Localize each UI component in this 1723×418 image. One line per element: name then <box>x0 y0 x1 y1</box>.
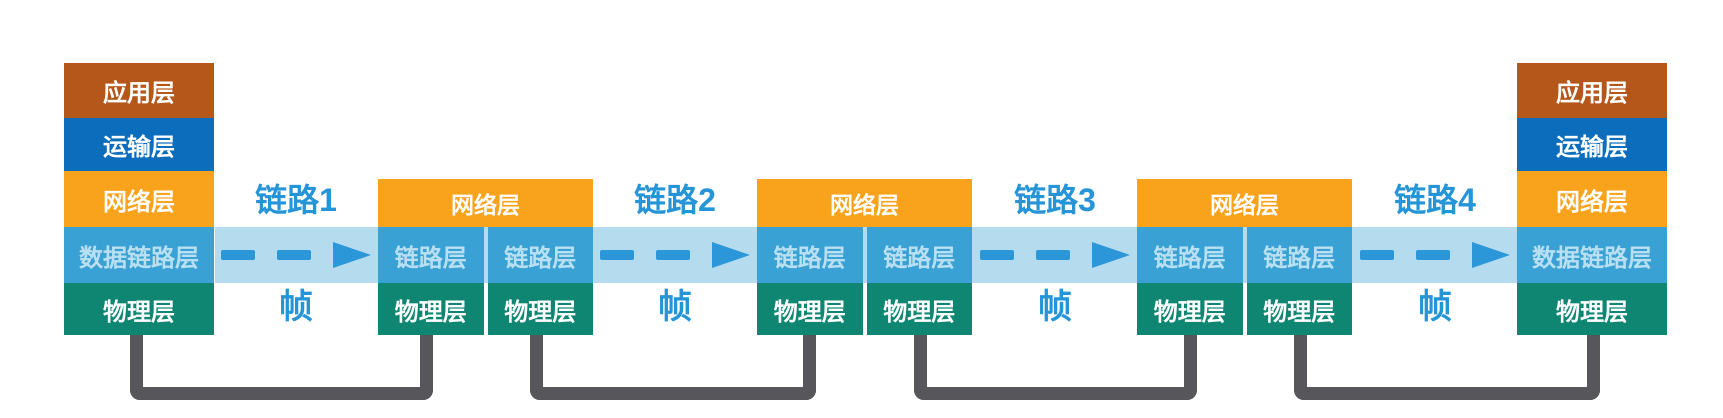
physical-cable-3 <box>914 334 1197 400</box>
dashed-arrow-icon-1 <box>221 242 371 268</box>
layer-physical: 物理层 <box>64 283 214 335</box>
router-right-interface: 链路层 物理层 <box>1246 227 1352 335</box>
router-network-layer: 网络层 <box>378 179 593 227</box>
dashed-arrow-icon-3 <box>980 242 1130 268</box>
router-network-layer: 网络层 <box>1137 179 1352 227</box>
router-lower-layers: 链路层 物理层 链路层 物理层 <box>1137 227 1352 335</box>
layer-physical: 物理层 <box>1517 283 1667 335</box>
layer-application: 应用层 <box>1517 63 1667 118</box>
arrow-head-icon <box>1472 242 1510 268</box>
frame-label-1: 帧 <box>279 288 313 326</box>
arrow-head-icon <box>712 242 750 268</box>
link1-label: 链路1 <box>255 182 337 218</box>
layer-datalink: 数据链路层 <box>64 227 214 283</box>
arrow-dash <box>980 250 1014 260</box>
frame-label-3: 帧 <box>1038 288 1072 326</box>
arrow-dash <box>221 250 255 260</box>
layer-transport: 运输层 <box>1517 118 1667 171</box>
router-physical-layer-right: 物理层 <box>1246 283 1352 335</box>
router-physical-layer-left: 物理层 <box>757 283 863 335</box>
link2-label: 链路2 <box>634 182 716 218</box>
router-link-layer-right: 链路层 <box>866 227 972 283</box>
physical-cable-4 <box>1294 334 1600 400</box>
router-physical-layer-right: 物理层 <box>487 283 593 335</box>
dashed-arrow-icon-2 <box>600 242 750 268</box>
router-physical-layer-right: 物理层 <box>866 283 972 335</box>
arrow-head-icon <box>333 242 371 268</box>
layer-network: 网络层 <box>1517 171 1667 227</box>
arrow-dash <box>1036 250 1070 260</box>
physical-cable-1 <box>130 334 433 400</box>
arrow-dash <box>277 250 311 260</box>
arrow-dash <box>600 250 634 260</box>
link4-label: 链路4 <box>1394 182 1476 218</box>
layer-application: 应用层 <box>64 63 214 118</box>
router-left-interface: 链路层 物理层 <box>1137 227 1243 335</box>
router-link-layer-right: 链路层 <box>487 227 593 283</box>
router-link-layer-left: 链路层 <box>757 227 863 283</box>
layer-transport: 运输层 <box>64 118 214 171</box>
router-physical-layer-left: 物理层 <box>1137 283 1243 335</box>
dashed-arrow-icon-4 <box>1360 242 1510 268</box>
host-right-stack: 应用层 运输层 网络层 数据链路层 物理层 <box>1517 63 1667 335</box>
physical-cable-2 <box>530 334 816 400</box>
router-left-interface: 链路层 物理层 <box>757 227 863 335</box>
router-lower-layers: 链路层 物理层 链路层 物理层 <box>378 227 593 335</box>
host-left-stack: 应用层 运输层 网络层 数据链路层 物理层 <box>64 63 214 335</box>
arrow-dash <box>1360 250 1394 260</box>
router-right-interface: 链路层 物理层 <box>866 227 972 335</box>
router-link-layer-left: 链路层 <box>1137 227 1243 283</box>
router-physical-layer-left: 物理层 <box>378 283 484 335</box>
router-right-interface: 链路层 物理层 <box>487 227 593 335</box>
arrow-head-icon <box>1092 242 1130 268</box>
router-1: 网络层 链路层 物理层 链路层 物理层 <box>378 179 593 335</box>
arrow-dash <box>1416 250 1450 260</box>
router-left-interface: 链路层 物理层 <box>378 227 484 335</box>
frame-label-2: 帧 <box>658 288 692 326</box>
frame-label-4: 帧 <box>1418 288 1452 326</box>
layer-datalink: 数据链路层 <box>1517 227 1667 283</box>
router-link-layer-right: 链路层 <box>1246 227 1352 283</box>
router-lower-layers: 链路层 物理层 链路层 物理层 <box>757 227 972 335</box>
router-link-layer-left: 链路层 <box>378 227 484 283</box>
router-3: 网络层 链路层 物理层 链路层 物理层 <box>1137 179 1352 335</box>
router-network-layer: 网络层 <box>757 179 972 227</box>
link3-label: 链路3 <box>1014 182 1096 218</box>
router-2: 网络层 链路层 物理层 链路层 物理层 <box>757 179 972 335</box>
arrow-dash <box>656 250 690 260</box>
layer-network: 网络层 <box>64 171 214 227</box>
